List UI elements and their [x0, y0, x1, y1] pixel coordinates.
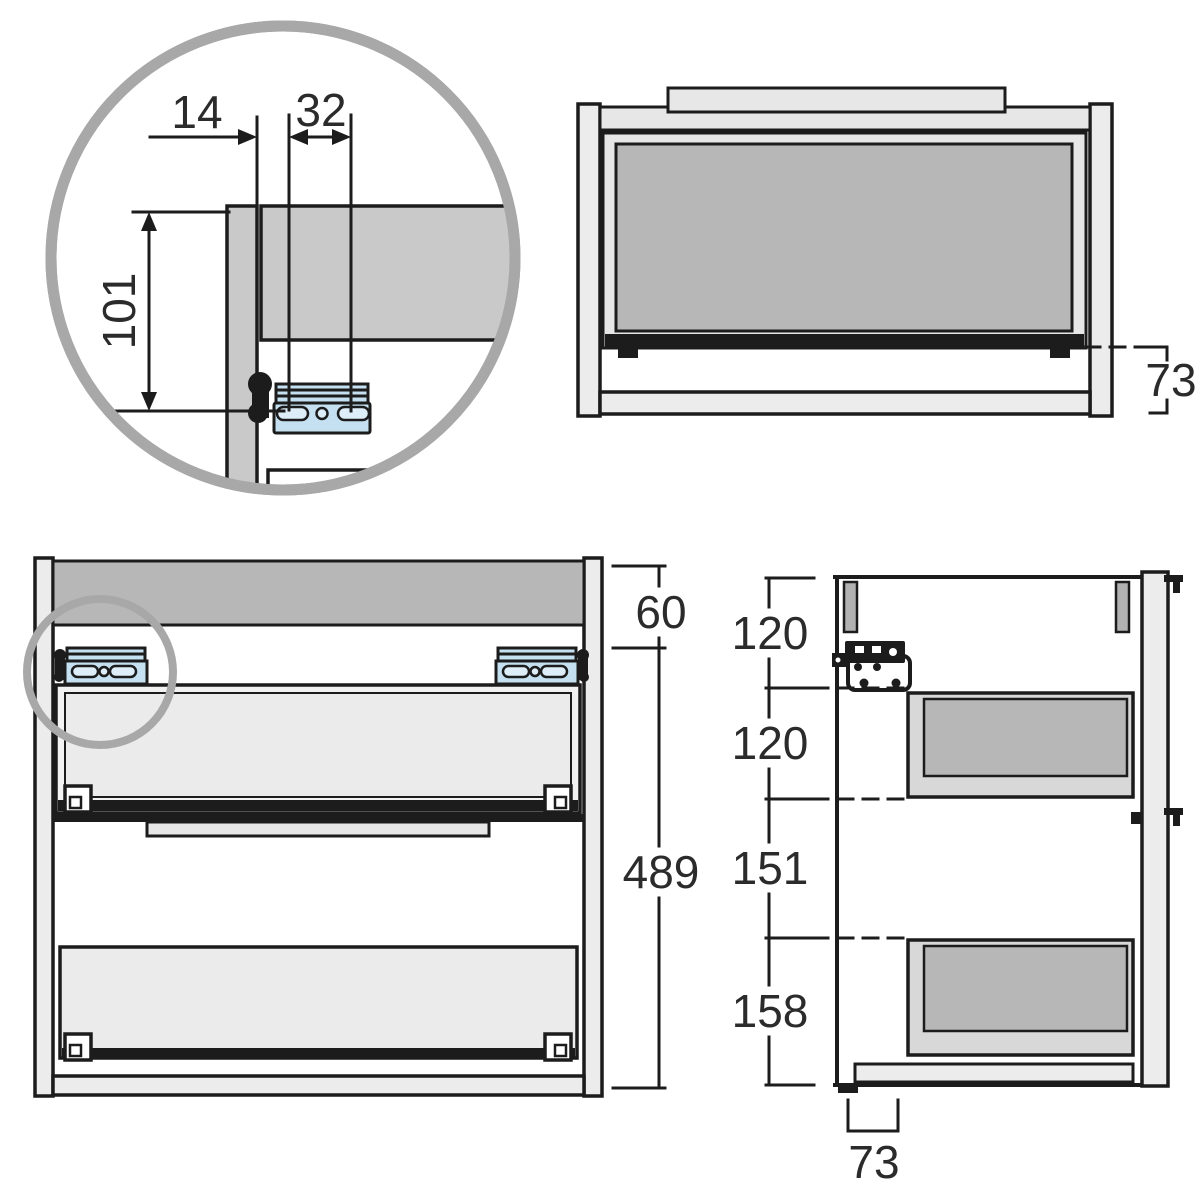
drawer-foot-left: [63, 784, 93, 814]
arrowhead-right-icon: [238, 129, 257, 145]
arrowhead-up-icon: [141, 212, 157, 231]
front-rail-section: [842, 580, 859, 634]
dimension-column-left: 120 120 151 158: [732, 576, 816, 1087]
bottom-panel-section: [853, 1062, 1135, 1084]
bottom-rail: [598, 390, 1092, 416]
upper-drawer-box: [54, 683, 582, 815]
bottom-rail: [51, 1074, 586, 1097]
drawer-foot-right: [543, 1032, 573, 1062]
mounting-bracket-icon: [272, 382, 372, 435]
drawer-foot-left: [618, 347, 638, 358]
drawer-bottom-edge: [58, 800, 578, 811]
drawer-bottom-edge: [62, 1048, 575, 1059]
side-panel-section: [225, 204, 259, 486]
dimension-hole-pitch: 32: [287, 84, 353, 413]
wall-hook-icon-middle: [1131, 808, 1183, 826]
arrowhead-down-icon: [141, 392, 157, 411]
drawer-divider-rail: [53, 814, 584, 822]
lower-drawer-box: [58, 820, 579, 1062]
dimension-120-second-label: 120: [732, 717, 809, 769]
left-side-panel: [33, 556, 55, 1098]
mounting-bracket-right: [494, 646, 589, 686]
right-side-panel: [1088, 102, 1114, 418]
dimension-plinth-height: 73: [1058, 345, 1197, 415]
wall-hook-icon-top: [1164, 575, 1183, 593]
runner-bracket-icon: [832, 641, 912, 692]
dim-bracket: [846, 1098, 900, 1133]
top-panel-section: [259, 204, 511, 342]
arrowhead-right-icon: [332, 129, 351, 145]
back-rail-section: [1114, 580, 1131, 634]
arrowhead-left-icon: [289, 129, 308, 145]
dimension-489-label: 489: [623, 846, 700, 898]
dimension-14-label: 14: [171, 86, 222, 138]
dimension-120-top-label: 120: [732, 607, 809, 659]
dimension-bracket-height: 101: [86, 210, 286, 413]
dimension-101-label: 101: [93, 273, 145, 350]
back-hanging-panel: [1140, 570, 1170, 1088]
dimension-32-label: 32: [295, 84, 346, 136]
dimension-60-label: 60: [635, 586, 686, 638]
side-view: 120 120 151 158 73: [732, 570, 1183, 1188]
fixing-clip-icon: [248, 372, 272, 423]
countertop-tab: [666, 86, 1007, 114]
mounting-bracket-left: [54, 646, 149, 686]
dimension-plinth-depth: 73: [846, 1098, 900, 1188]
drawer-bottom-edge: [605, 334, 1084, 347]
right-side-panel: [582, 556, 604, 1098]
dimension-column-right: 60 489: [611, 564, 700, 1090]
dim-bracket-bottom: [1148, 398, 1169, 415]
dimension-front-offset: 14: [148, 86, 259, 208]
drawer-edge-line: [266, 468, 402, 486]
dimension-151-label: 151: [732, 842, 809, 894]
left-side-panel: [576, 102, 602, 418]
drawer-foot-right: [1050, 347, 1070, 358]
dimension-73-label: 73: [1145, 354, 1196, 406]
drawer-foot-left: [63, 1032, 93, 1062]
open-front-view: 60 489: [23, 556, 700, 1098]
front-foot: [838, 1085, 858, 1093]
drawer-back-tab: [145, 820, 491, 838]
drawer-front-panel: [614, 142, 1074, 333]
detail-reference-circle: [23, 595, 177, 749]
lower-drawer-side: [906, 938, 1135, 1057]
dimension-158-label: 158: [732, 985, 809, 1037]
dim-bracket-top: [1148, 345, 1169, 362]
detail-ring-outline: [45, 20, 521, 496]
upper-drawer-side: [906, 691, 1135, 799]
detail-circle-view: 14 32 101: [45, 20, 521, 496]
front-view: 73: [576, 86, 1197, 418]
drawer-foot-right: [543, 784, 573, 814]
back-top-panel: [51, 559, 586, 627]
dimension-73-label: 73: [848, 1136, 899, 1188]
